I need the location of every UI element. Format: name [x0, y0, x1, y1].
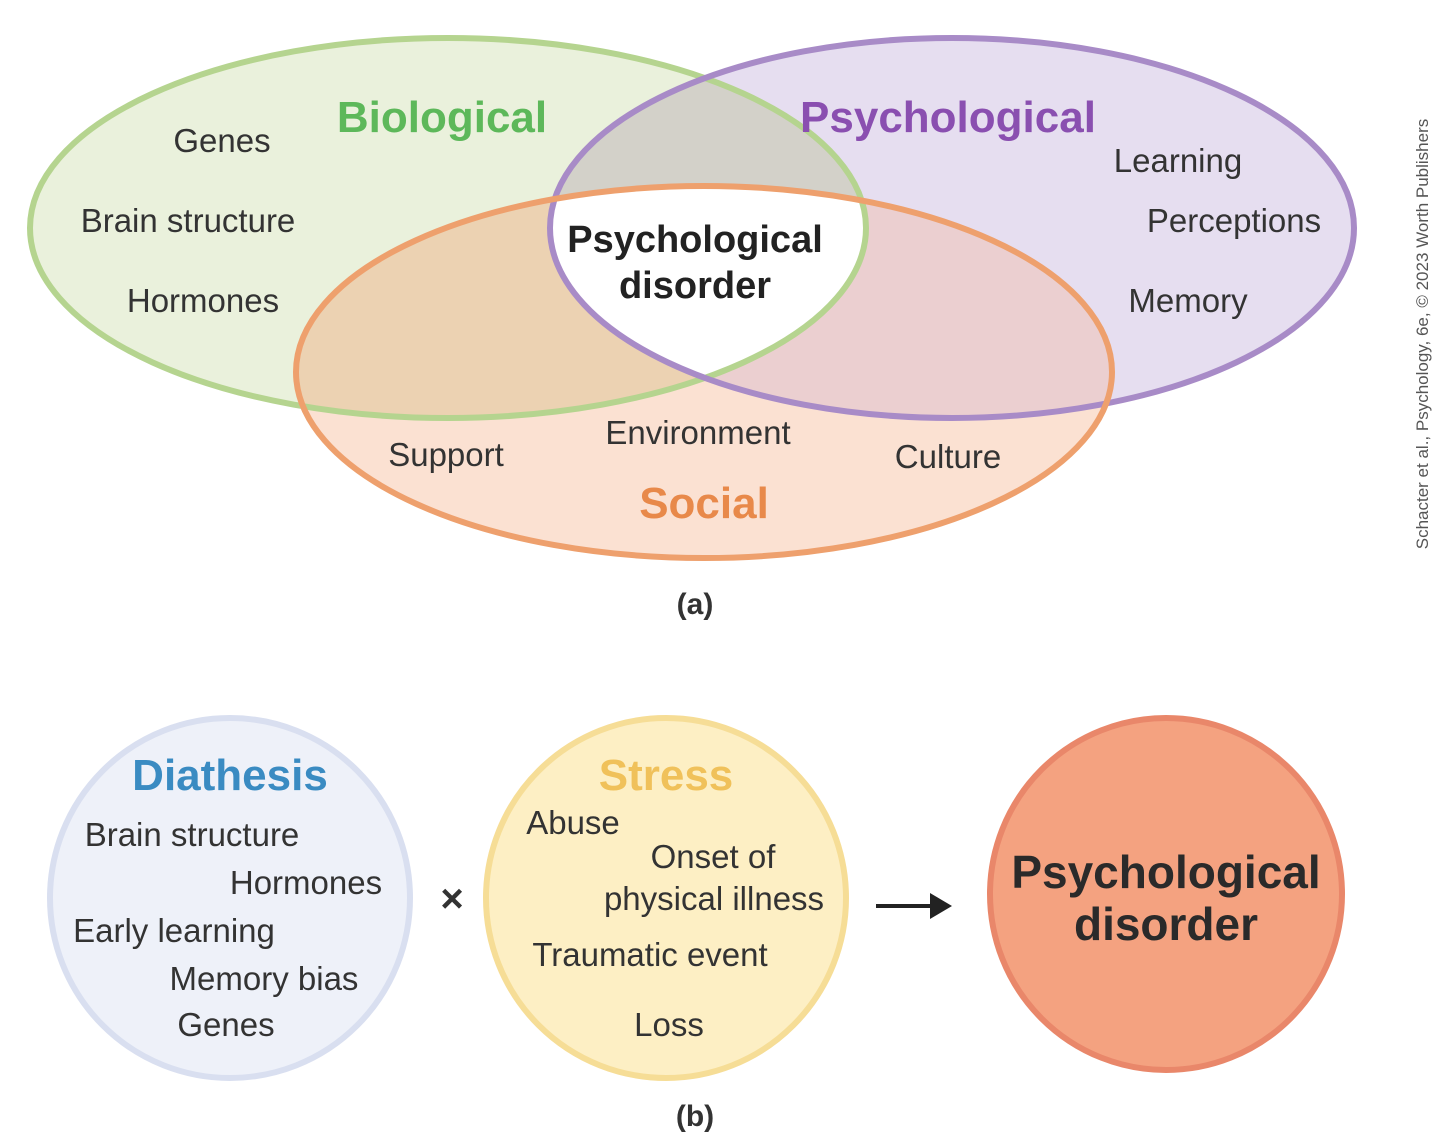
biological-item-hormones: Hormones	[127, 282, 279, 319]
stress-item-loss: Loss	[634, 1006, 704, 1043]
biological-item-brain-structure: Brain structure	[81, 202, 296, 239]
biological-heading: Biological	[337, 93, 547, 142]
venn-diagram: Biological Genes Brain structure Hormone…	[27, 35, 1357, 621]
diathesis-circle	[47, 715, 413, 1081]
stress-item-abuse: Abuse	[526, 804, 620, 841]
copyright-credit: Schacter et al., Psychology, 6e, © 2023 …	[1413, 119, 1432, 550]
caption-a: (a)	[677, 588, 714, 621]
outcome-disorder-circle	[987, 715, 1345, 1073]
psychological-item-learning: Learning	[1114, 142, 1242, 179]
outcome-label-line2: disorder	[1074, 898, 1258, 950]
psychological-circle-outline	[547, 35, 1357, 421]
social-item-environment: Environment	[605, 414, 790, 451]
social-item-support: Support	[388, 436, 504, 473]
arrow-icon	[876, 893, 952, 919]
outcome-label-line1: Psychological	[1011, 846, 1320, 898]
stress-item-traumatic-event: Traumatic event	[532, 936, 767, 973]
stress-heading: Stress	[599, 751, 734, 800]
diathesis-item-brain-structure: Brain structure	[85, 816, 300, 853]
caption-b: (b)	[676, 1100, 714, 1133]
social-heading: Social	[639, 479, 769, 528]
biological-circle-outline	[27, 35, 869, 421]
stress-item-onset-of: Onset of	[651, 838, 777, 875]
psychological-item-perceptions: Perceptions	[1147, 202, 1321, 239]
stress-item-physical-illness: physical illness	[604, 880, 824, 917]
psychological-heading: Psychological	[800, 93, 1096, 142]
center-label-line1: Psychological	[567, 219, 823, 261]
triple-overlap-center	[550, 186, 866, 418]
social-item-culture: Culture	[895, 438, 1001, 475]
social-circle-outline	[293, 183, 1115, 561]
diathesis-item-early-learning: Early learning	[73, 912, 275, 949]
diathesis-stress-diagram: Diathesis Brain structure Hormones Early…	[47, 715, 1345, 1133]
diathesis-item-hormones: Hormones	[230, 864, 382, 901]
center-label-line2: disorder	[619, 265, 771, 307]
stress-circle	[483, 715, 849, 1081]
biological-item-genes: Genes	[173, 122, 270, 159]
diathesis-item-memory-bias: Memory bias	[170, 960, 359, 997]
diathesis-heading: Diathesis	[132, 751, 328, 800]
multiply-symbol: ×	[440, 877, 463, 921]
psychological-item-memory: Memory	[1128, 282, 1248, 319]
diathesis-item-genes: Genes	[177, 1006, 274, 1043]
